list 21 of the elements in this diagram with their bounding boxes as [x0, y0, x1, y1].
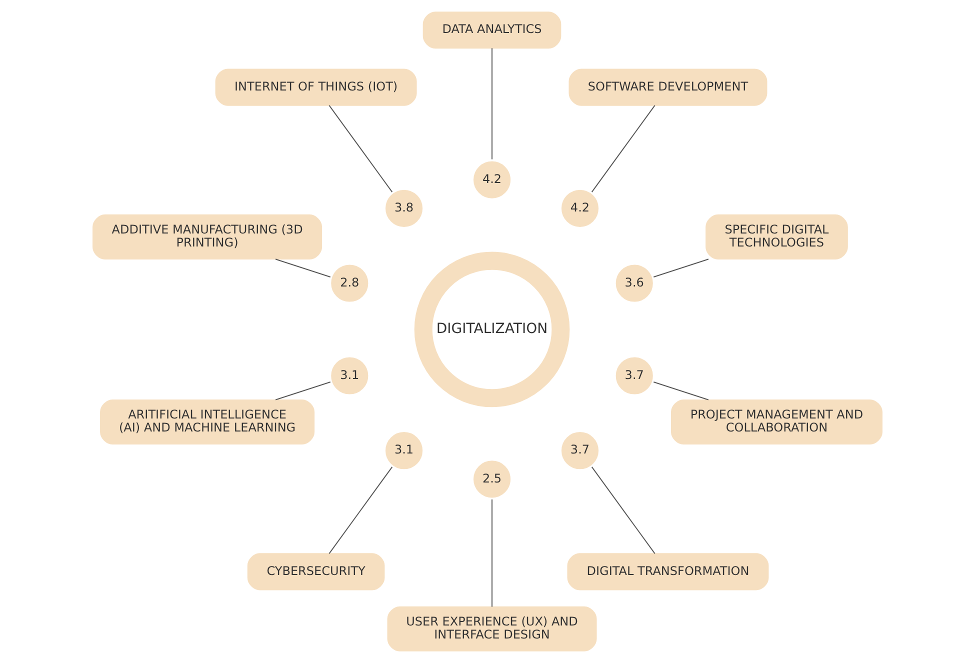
connector — [491, 48, 492, 160]
node-box: PROJECT MANAGEMENT AND COLLABORATION — [670, 399, 882, 445]
node-box: SOFTWARE DEVELOPMENT — [568, 68, 767, 106]
node-box: CYBERSECURITY — [246, 553, 384, 590]
connector — [590, 104, 655, 193]
connector — [274, 382, 330, 400]
connector — [328, 466, 392, 554]
connector — [652, 258, 708, 278]
node-box: SPECIFIC DIGITAL TECHNOLOGIES — [705, 214, 848, 260]
node-box: INTERNET OF THINGS (IOT) — [214, 68, 416, 106]
node-box: USER EXPERIENCE (UX) AND INTERFACE DESIGN — [386, 606, 596, 652]
node-box: ARITIFICIAL INTELLIGENCE (AI) AND MACHINE LEARNING — [100, 399, 314, 445]
connector — [328, 104, 392, 193]
connector — [491, 498, 492, 608]
connector — [652, 382, 708, 400]
connector — [590, 466, 655, 554]
node-box: DATA ANALYTICS — [422, 12, 561, 49]
node-box: ADDITIVE MANUFACTURING (3D PRINTING) — [92, 214, 322, 260]
connector — [274, 258, 330, 278]
node-circle: DIGITALIZATION — [414, 252, 570, 408]
node-box: DIGITAL TRANSFORMATION — [566, 553, 768, 590]
